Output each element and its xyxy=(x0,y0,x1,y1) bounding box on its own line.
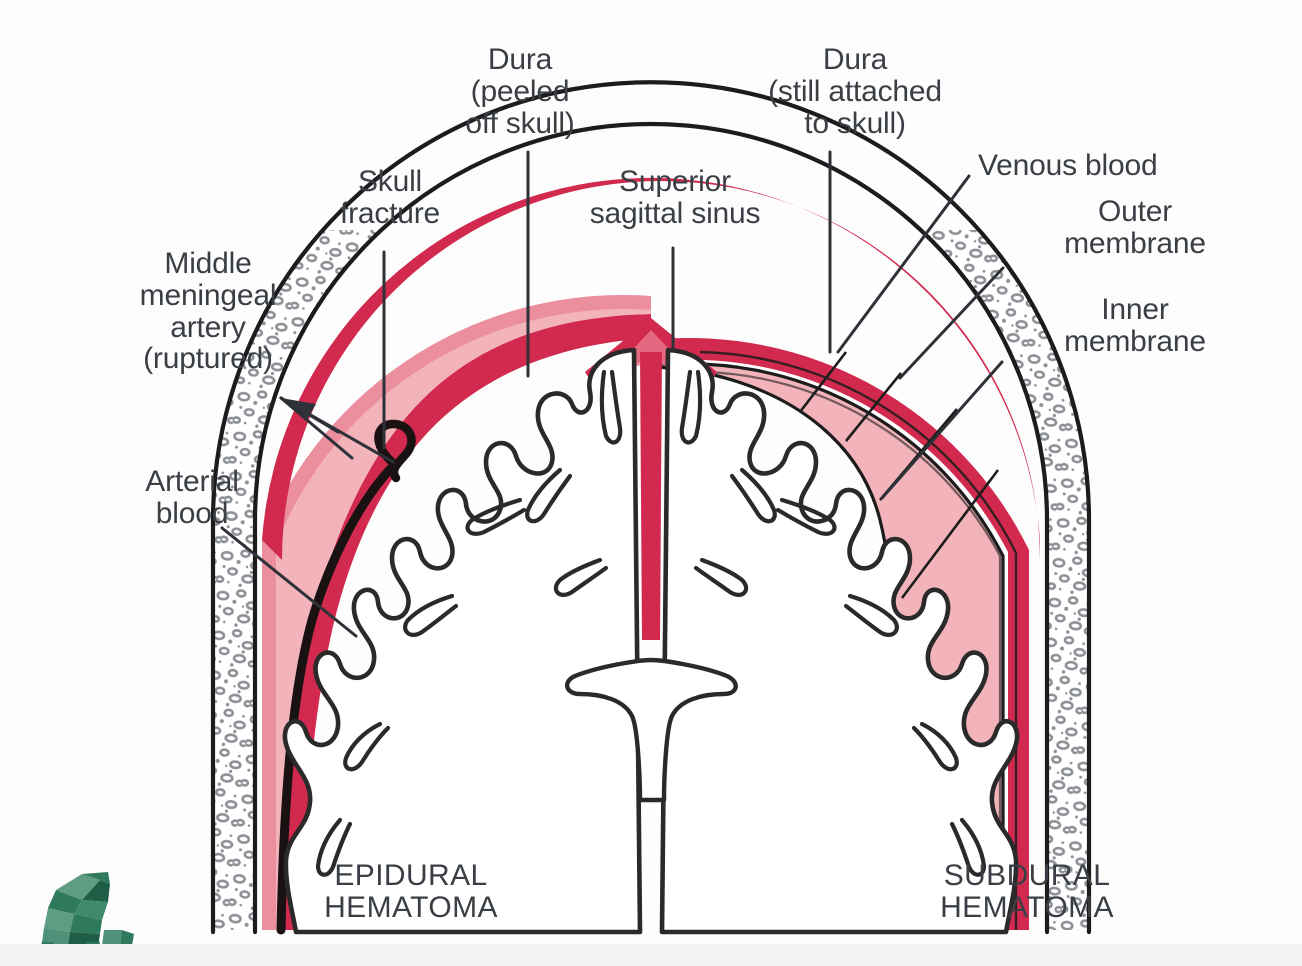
outer-membrane-line xyxy=(699,350,1018,930)
dura-peeled-left xyxy=(282,314,651,930)
label-inner-membrane: Inner membrane xyxy=(1064,293,1206,358)
brain-sulci xyxy=(315,369,987,877)
bear-logo xyxy=(40,872,134,950)
label-venous-blood: Venous blood xyxy=(978,149,1158,182)
label-epidural-hematoma: EPIDURAL HEMATOMA xyxy=(324,859,498,924)
middle-meningeal-artery xyxy=(276,460,399,935)
falx-cerebri xyxy=(640,352,662,640)
inner-membrane-line xyxy=(704,370,1002,930)
artery-rupture-knot xyxy=(374,419,416,483)
bottom-strip xyxy=(0,944,1302,966)
leader-inner-membrane xyxy=(880,360,1004,500)
label-dura-peeled: Dura (peeled off skull) xyxy=(465,43,575,140)
label-middle-meningeal-artery: Middle meningeal artery (ruptured) xyxy=(139,247,277,376)
epidural-hematoma-pool xyxy=(262,294,651,930)
label-superior-sagittal-sinus: Superior sagittal sinus xyxy=(589,165,761,230)
brain-cortex xyxy=(282,347,1020,935)
label-dura-attached: Dura (still attached to skull) xyxy=(768,43,942,140)
label-outer-membrane: Outer membrane xyxy=(1064,195,1206,260)
leader-arrowheads xyxy=(281,398,316,421)
label-arterial-blood: Arterial blood xyxy=(145,465,239,530)
label-skull-fracture: Skull fracture xyxy=(339,165,441,230)
intracranial-contents xyxy=(262,177,1040,935)
right-hemisphere xyxy=(659,347,1020,935)
left-hemisphere xyxy=(282,347,643,935)
leader-venous-blood xyxy=(836,174,971,354)
label-subdural-hematoma: SUBDURAL HEMATOMA xyxy=(940,859,1114,924)
leader-arterial-blood xyxy=(220,526,358,638)
central-ventricle-structure xyxy=(564,657,738,803)
leader-outer-membrane xyxy=(898,266,1005,380)
